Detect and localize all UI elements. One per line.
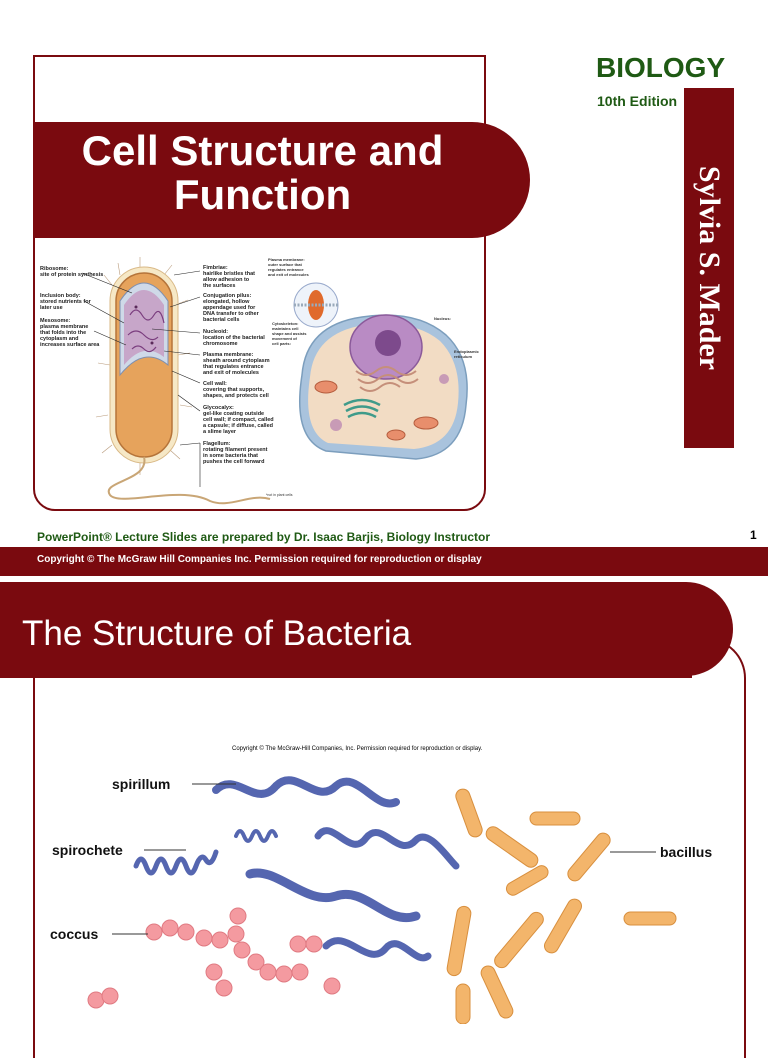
- book-title: BIOLOGY: [596, 52, 726, 83]
- label-text: outer surface that: [268, 262, 302, 267]
- leader-lines: [81, 270, 201, 487]
- spirillum-shape: [314, 827, 460, 870]
- title-band-2: [0, 582, 733, 676]
- slide1-title-line2: Function: [173, 171, 352, 218]
- slide1-title-line1: Cell Structure and: [81, 127, 444, 174]
- label-text: movement of: [272, 336, 298, 341]
- label-text: gel-like coating outside: [203, 411, 264, 417]
- copyright-bar: Copyright © The McGraw Hill Companies In…: [0, 547, 768, 576]
- label-text: Fimbriae:: [203, 265, 228, 271]
- label-text: Cell wall:: [203, 381, 227, 387]
- label-text: elongated, hollow: [203, 299, 250, 305]
- prokaryote-illustration: Ribosome: site of protein synthesis Incl…: [40, 257, 274, 505]
- label-text: Endoplasmic: [454, 349, 480, 354]
- flagellum: [107, 456, 271, 505]
- vesicle: [330, 419, 342, 431]
- label-text: Ribosome:: [40, 266, 69, 272]
- label-text: later use: [40, 305, 63, 311]
- label-text: maintains cell: [272, 326, 298, 331]
- spirillum-shape: [212, 776, 400, 808]
- label-text: location of the bacterial: [203, 335, 265, 341]
- bacteria-shapes-figure: [87, 776, 677, 1024]
- label-text: a capsule; if diffuse, called: [203, 423, 273, 429]
- copyright-text: Copyright © The McGraw Hill Companies In…: [37, 554, 482, 565]
- label-text: Plasma membrane:: [203, 352, 254, 358]
- spirillum-shape: [245, 868, 421, 923]
- label-text: site of protein synthesis: [40, 272, 103, 278]
- label-text: rotating filament present: [203, 447, 268, 453]
- slide-number: 1: [750, 528, 757, 542]
- label-text: that folds into the: [40, 330, 86, 336]
- vesicle: [439, 374, 449, 384]
- prokaryote-left-labels: Ribosome: site of protein synthesis Incl…: [40, 266, 103, 348]
- label-text: stored nutrients for: [40, 299, 92, 305]
- spirochete-shape: [234, 829, 278, 843]
- label-text: Cytoskeleton:: [272, 321, 298, 326]
- eukaryote-illustration: Plasma membrane: outer surface that regu…: [266, 257, 480, 497]
- mitochondrion: [413, 416, 439, 430]
- label-text: Glycocalyx:: [203, 405, 234, 411]
- ppt-credit: PowerPoint® Lecture Slides are prepared …: [37, 530, 490, 544]
- label-text: sheath around cytoplasm: [203, 358, 270, 364]
- label-text: plasma membrane: [40, 324, 88, 330]
- label-text: allow adhesion to: [203, 277, 250, 283]
- golgi: [343, 398, 381, 419]
- label-text: the surfaces: [203, 283, 235, 289]
- fimbriae: [95, 257, 193, 475]
- mitochondrion: [386, 429, 406, 441]
- label-text: covering that supports,: [203, 387, 265, 393]
- spirillum-shape: [322, 937, 432, 962]
- label-text: Conjugation pilus:: [203, 293, 251, 299]
- label-text: chromosome: [203, 341, 238, 347]
- label-text: in some bacteria that: [203, 453, 258, 459]
- spirochete-shape: [133, 849, 219, 876]
- label-text: cell parts:: [272, 341, 291, 346]
- label-text: shape and assists: [272, 331, 307, 336]
- coccus-label: coccus: [50, 926, 99, 942]
- spirochete-label: spirochete: [52, 842, 123, 858]
- nucleoid: [127, 309, 165, 353]
- label-leaders: [112, 783, 656, 935]
- label-text: Mesosome:: [40, 318, 70, 324]
- title-band: Cell Structure and Function: [35, 122, 530, 238]
- label-text: and exit of molecules: [203, 370, 259, 376]
- label-text: that regulates entrance: [203, 364, 264, 370]
- footnote: *not in plant cells: [266, 493, 293, 497]
- label-text: increases surface area: [40, 342, 100, 348]
- prokaryote-right-labels: Fimbriae: hairlike bristles that allow a…: [203, 265, 274, 465]
- label-text: reticulum: [454, 354, 472, 359]
- label-text: Inclusion body:: [40, 293, 81, 299]
- label-text: and exit of molecules: [268, 272, 309, 277]
- er: [355, 366, 419, 392]
- label-text: bacterial cells: [203, 317, 239, 323]
- label-text: cytoplasm and: [40, 336, 79, 342]
- spirillum-label: spirillum: [112, 776, 171, 792]
- title-underline: [0, 675, 692, 678]
- label-text: Nucleus:: [434, 316, 451, 321]
- label-text: cell wall; if compact, called: [203, 417, 274, 423]
- label-text: a slime layer: [203, 429, 237, 435]
- bacillus-label: bacillus: [660, 844, 713, 860]
- edition-label: 10th Edition: [597, 93, 678, 109]
- slide-2: The Structure of Bacteria Copyright © Th…: [0, 576, 768, 1058]
- label-text: appendage used for: [203, 305, 256, 311]
- label-text: Flagellum:: [203, 441, 231, 447]
- mitochondrion: [314, 380, 338, 394]
- figure-copyright: Copyright © The McGraw-Hill Companies, I…: [232, 746, 483, 752]
- label-text: pushes the cell forward: [203, 459, 264, 465]
- label-text: hairlike bristles that: [203, 271, 255, 277]
- nucleolus: [375, 330, 401, 356]
- slide2-title: The Structure of Bacteria: [22, 614, 412, 653]
- slide-1: Cell Structure and Function BIOLOGY 10th…: [0, 52, 768, 576]
- author-name: Sylvia S. Mader: [693, 165, 726, 371]
- coccus-cluster: [87, 907, 341, 1009]
- label-text: Plasma membrane:: [268, 257, 305, 262]
- label-text: shapes, and protects cell: [203, 393, 269, 399]
- cytoplasm: [124, 290, 164, 365]
- label-text: Nucleoid:: [203, 329, 228, 335]
- label-text: DNA transfer to other: [203, 311, 260, 317]
- label-text: regulates entrance: [268, 267, 304, 272]
- author-bar: Sylvia S. Mader: [684, 88, 734, 448]
- bacillus-cluster: [446, 788, 677, 1024]
